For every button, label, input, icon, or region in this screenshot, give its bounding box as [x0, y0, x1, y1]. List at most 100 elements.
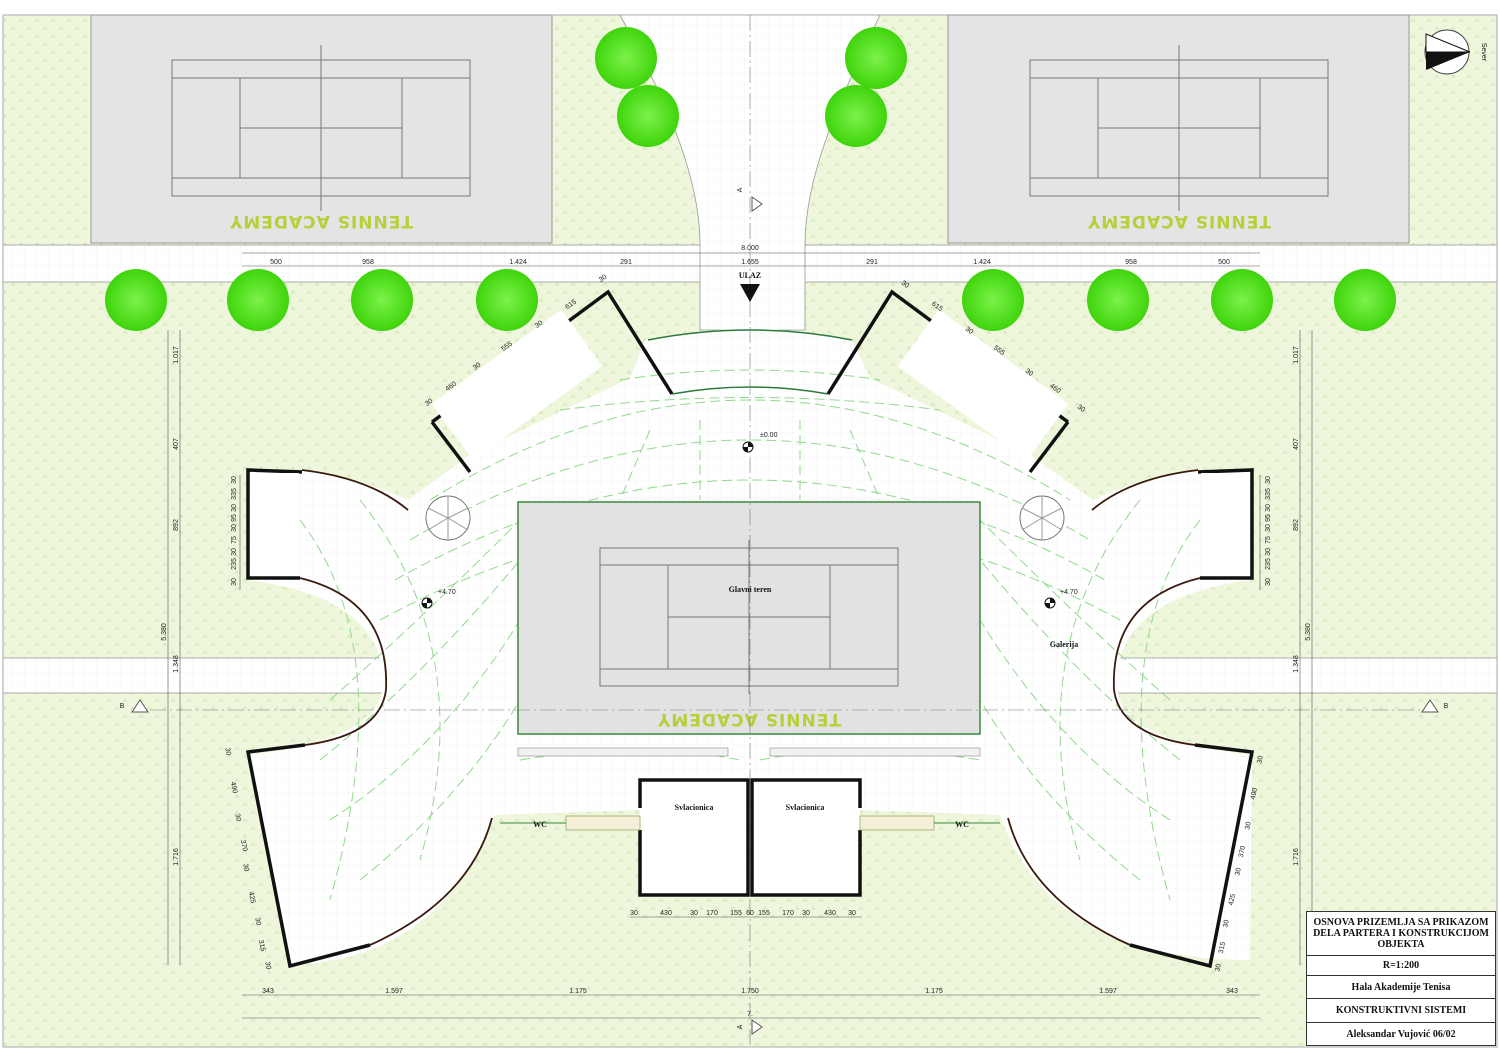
dim-wing-se: 30	[1222, 919, 1230, 928]
level-marker-east-icon	[1044, 597, 1056, 609]
wc-west-label: WC	[533, 820, 547, 829]
wc-stair-west	[565, 815, 641, 831]
dim-lockers: 170	[706, 910, 718, 917]
section-a-bottom-label: A	[737, 1024, 744, 1029]
title-project: Hala Akademije Tenisa	[1307, 976, 1495, 999]
wing-nw-room	[431, 309, 603, 461]
dim-wing-se: 315	[1218, 941, 1227, 954]
dim-wing-se: 30	[1256, 755, 1264, 764]
dim-left-vertical: 1.017	[173, 346, 180, 364]
outdoor-court-west	[90, 14, 553, 244]
north-label: Sever	[1480, 43, 1487, 62]
dim-right-vertical: 1.017	[1293, 346, 1300, 364]
dim-wing-ne: 30	[964, 326, 975, 336]
dim-tower-east: 30	[1265, 524, 1272, 532]
dim-lockers: 430	[660, 910, 672, 917]
wc-east-label: WC	[955, 820, 969, 829]
dim-lockers: 30	[802, 910, 810, 917]
bleacher-east	[769, 747, 981, 757]
dim-top-center: 1.655	[741, 259, 759, 266]
dim-wing-sw: 490	[229, 781, 238, 794]
tower-east	[1201, 473, 1249, 576]
dim-wing-se: 30	[1244, 821, 1252, 830]
dim-tower-west: 30	[231, 548, 238, 556]
tower-west	[251, 473, 299, 576]
dim-wing-nw: 30	[534, 320, 545, 330]
wc-stair-east	[859, 815, 935, 831]
section-b-west-marker	[131, 699, 149, 713]
wing-ne-room	[897, 309, 1069, 461]
title-block: OSNOVA PRIZEMLJA SA PRIKAZOM DELA PARTER…	[1306, 911, 1496, 1046]
dim-wing-sw: 30	[233, 813, 241, 822]
north-arrow-icon	[1424, 29, 1471, 75]
dim-bottom-chain: 1.175	[569, 988, 587, 995]
dim-lockers: 30	[690, 910, 698, 917]
trees	[105, 27, 1396, 331]
level-ground-label: ±0.00	[760, 432, 778, 439]
dim-top-left: 500	[270, 259, 282, 266]
locker-east-label: Svlacionica	[786, 803, 825, 812]
dim-tower-east: 30	[1265, 548, 1272, 556]
dim-wing-se: 30	[1234, 867, 1242, 876]
dim-top-left: 1.424	[509, 259, 527, 266]
dim-tower-west: 95	[231, 514, 238, 522]
curved-walls	[299, 469, 1201, 946]
dim-top-right: 1.424	[973, 259, 991, 266]
main-court	[517, 501, 981, 735]
main-court-logo: TENNIS ACADEMY	[657, 709, 841, 729]
dim-tower-west: 30	[231, 476, 238, 484]
title-scale: R=1:200	[1307, 956, 1495, 976]
level-west-label: +4.70	[438, 589, 456, 596]
spiral-stair-west-icon	[425, 495, 471, 541]
entrance-label: ULAZ	[739, 271, 761, 280]
dim-lockers: 430	[824, 910, 836, 917]
dim-wing-sw: 30	[223, 747, 231, 756]
dim-lockers: 155	[730, 910, 742, 917]
dim-tower-west: 75	[231, 536, 238, 544]
dim-lockers: 60	[746, 910, 754, 917]
dim-tower-east: 335	[1265, 488, 1272, 500]
dim-bottom-chain: 1.175	[925, 988, 943, 995]
section-b-west-label: B	[120, 703, 125, 710]
dim-left-vertical: 1.716	[173, 848, 180, 866]
dim-top-right: 291	[866, 259, 878, 266]
dim-right-vertical: 892	[1293, 519, 1300, 531]
dim-wing-ne: 30	[1024, 368, 1035, 378]
gallery-label: Galerija	[1050, 640, 1078, 649]
dim-lockers: 155	[758, 910, 770, 917]
dim-wing-sw: 425	[247, 891, 256, 904]
dim-tower-west: 30	[231, 524, 238, 532]
dim-bottom-chain: 1.597	[1099, 988, 1117, 995]
dim-right-total: 5.380	[1305, 623, 1312, 641]
dimension-lines	[167, 252, 1313, 1019]
dim-wing-ne: 30	[1076, 404, 1087, 414]
dim-lockers: 30	[848, 910, 856, 917]
court-west-logo: TENNIS ACADEMY	[229, 211, 413, 231]
section-b-east-marker	[1421, 699, 1439, 713]
dim-tower-east: 30	[1265, 476, 1272, 484]
dim-tower-west: 235	[231, 558, 238, 570]
dim-left-total: 5.380	[161, 623, 168, 641]
level-marker-west-icon	[421, 597, 433, 609]
dim-top-left: 958	[362, 259, 374, 266]
dim-tower-east: 75	[1265, 536, 1272, 544]
title-course: KONSTRUKTIVNI SISTEMI	[1307, 999, 1495, 1023]
dim-wing-se: 30	[1214, 963, 1222, 972]
dim-wing-se: 370	[1238, 845, 1247, 858]
locker-west-room	[643, 783, 745, 892]
dim-tower-west: 30	[231, 504, 238, 512]
outdoor-court-east	[947, 14, 1410, 244]
east-path	[1116, 657, 1498, 694]
dim-bottom-total: 7.	[747, 1011, 753, 1018]
dim-top-total: 8.000	[741, 245, 759, 252]
dim-tower-west: 30	[231, 578, 238, 586]
dim-tower-east: 95	[1265, 514, 1272, 522]
title-author: Aleksandar Vujović 06/02	[1346, 1028, 1456, 1040]
dim-wing-sw: 30	[241, 863, 249, 872]
dim-bottom-chain: 1.750	[741, 988, 759, 995]
dim-wing-nw: 30	[424, 398, 435, 408]
dim-wing-sw: 315	[257, 939, 266, 952]
dim-wing-nw: 30	[598, 274, 609, 284]
title-heading: OSNOVA PRIZEMLJA SA PRIKAZOM DELA PARTER…	[1307, 912, 1495, 956]
